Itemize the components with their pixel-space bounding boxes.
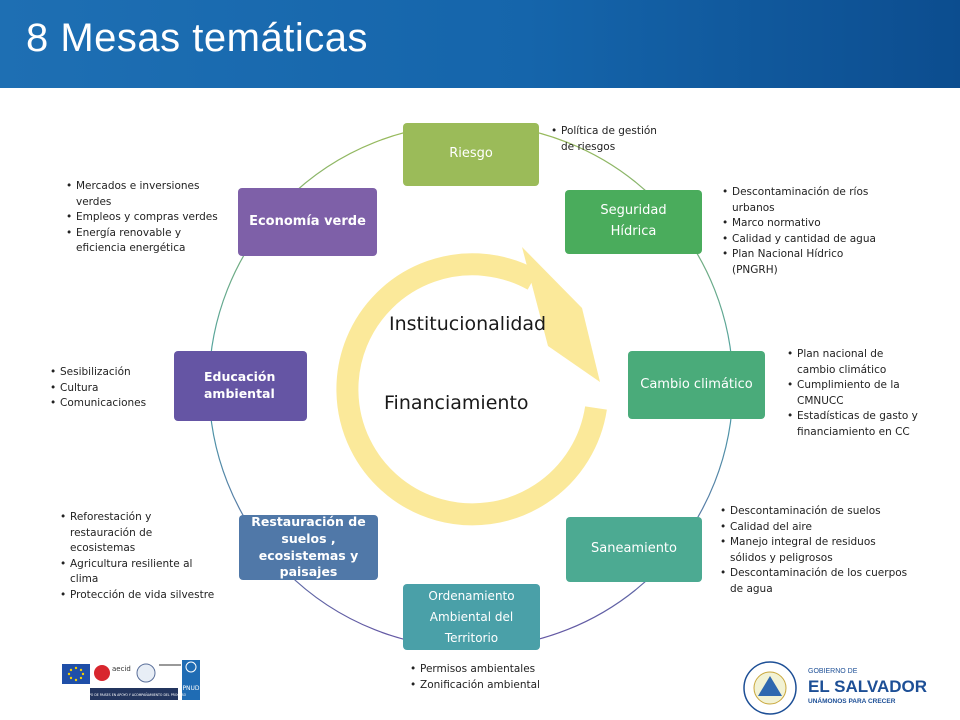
node-educacion-ambiental[interactable]: Educación ambiental (174, 351, 307, 421)
node-riesgo[interactable]: Riesgo (403, 123, 539, 186)
node-ordenamiento[interactable]: Ordenamiento Ambiental del Territorio (403, 584, 540, 650)
node-saneamiento[interactable]: Saneamiento (566, 517, 702, 582)
list-item: Marco normativo (722, 216, 902, 232)
list-item: Cultura (50, 381, 180, 397)
bullets-seguridad-hidrica: Descontaminación de ríos urbanos Marco n… (720, 185, 902, 278)
list-item: Descontaminación de suelos (720, 504, 935, 520)
country-label: EL SALVADOR (808, 677, 927, 696)
list-item: Permisos ambientales (410, 662, 570, 678)
title-bar: 8 Mesas temáticas (0, 0, 960, 88)
list-item: Zonificación ambiental (410, 678, 570, 694)
node-seguridad-hidrica[interactable]: Seguridad Hídrica (565, 190, 702, 254)
node-economia-verde[interactable]: Economía verde (238, 188, 377, 256)
eu-flag-icon (62, 664, 90, 684)
list-item: Estadísticas de gasto y financiamiento e… (787, 409, 947, 440)
list-item: Agricultura resiliente al clima (60, 557, 240, 588)
oas-seal-icon (136, 663, 156, 683)
slogan-label: UNÁMONOS PARA CRECER (808, 696, 896, 705)
list-item: Mercados e inversiones verdes (66, 179, 244, 210)
bullets-saneamiento: Descontaminación de suelos Calidad del a… (718, 504, 935, 597)
bullets-ordenamiento: Permisos ambientales Zonificación ambien… (408, 662, 570, 693)
list-item: Descontaminación de los cuerpos de agua (720, 566, 935, 597)
list-item: Descontaminación de ríos urbanos (722, 185, 902, 216)
list-item: Sesibilización (50, 365, 180, 381)
bullets-restauracion: Reforestación y restauración de ecosiste… (58, 510, 240, 603)
un-emblem-icon (185, 661, 197, 673)
center-label-financiamiento: Financiamiento (384, 392, 529, 414)
list-item: Política de gestión de riesgos (551, 124, 691, 155)
aecid-logo-icon (94, 665, 110, 681)
list-item: Plan nacional de cambio climático (787, 347, 947, 378)
page-title: 8 Mesas temáticas (26, 16, 368, 60)
list-item: Calidad del aire (720, 520, 935, 536)
list-item: Energía renovable y eficiencia energétic… (66, 226, 244, 257)
seal-triangle-icon (758, 676, 782, 696)
list-item: Plan Nacional Hídrico (PNGRH) (722, 247, 902, 278)
partner-logos: aecid PNUD GRUPO DE PAISES EN APOYO Y AC… (62, 660, 200, 700)
arrow-head (522, 247, 600, 382)
list-item: Empleos y compras verdes (66, 210, 244, 226)
node-restauracion[interactable]: Restauración de suelos , ecosistemas y p… (239, 514, 378, 580)
list-item: Comunicaciones (50, 396, 180, 412)
bullets-riesgo: Política de gestión de riesgos (549, 124, 691, 155)
list-item: Reforestación y restauración de ecosiste… (60, 510, 240, 557)
partners-caption: GRUPO DE PAISES EN APOYO Y ACOMPAÑAMIENT… (82, 692, 187, 697)
gobierno-label: GOBIERNO DE (808, 668, 858, 675)
eu-stars-icon (67, 666, 85, 682)
list-item: Calidad y cantidad de agua (722, 232, 902, 248)
gobierno-el-salvador-logo: GOBIERNO DE EL SALVADOR UNÁMONOS PARA CR… (743, 661, 927, 715)
pnud-label: PNUD (182, 685, 199, 692)
aecid-label: aecid (112, 665, 131, 673)
logo-divider (159, 664, 181, 666)
bullets-educacion: Sesibilización Cultura Comunicaciones (48, 365, 180, 412)
node-cambio-climatico[interactable]: Cambio climático (628, 351, 765, 419)
refresh-arrow-icon (336, 253, 607, 526)
list-item: Protección de vida silvestre (60, 588, 240, 604)
list-item: Manejo integral de residuos sólidos y pe… (720, 535, 935, 566)
bullets-economia-verde: Mercados e inversiones verdes Empleos y … (64, 179, 244, 257)
center-label-institucionalidad: Institucionalidad (389, 313, 547, 335)
bullets-cambio-climatico: Plan nacional de cambio climático Cumpli… (785, 347, 947, 440)
caption-band (90, 688, 178, 700)
list-item: Cumplimiento de la CMNUCC (787, 378, 947, 409)
